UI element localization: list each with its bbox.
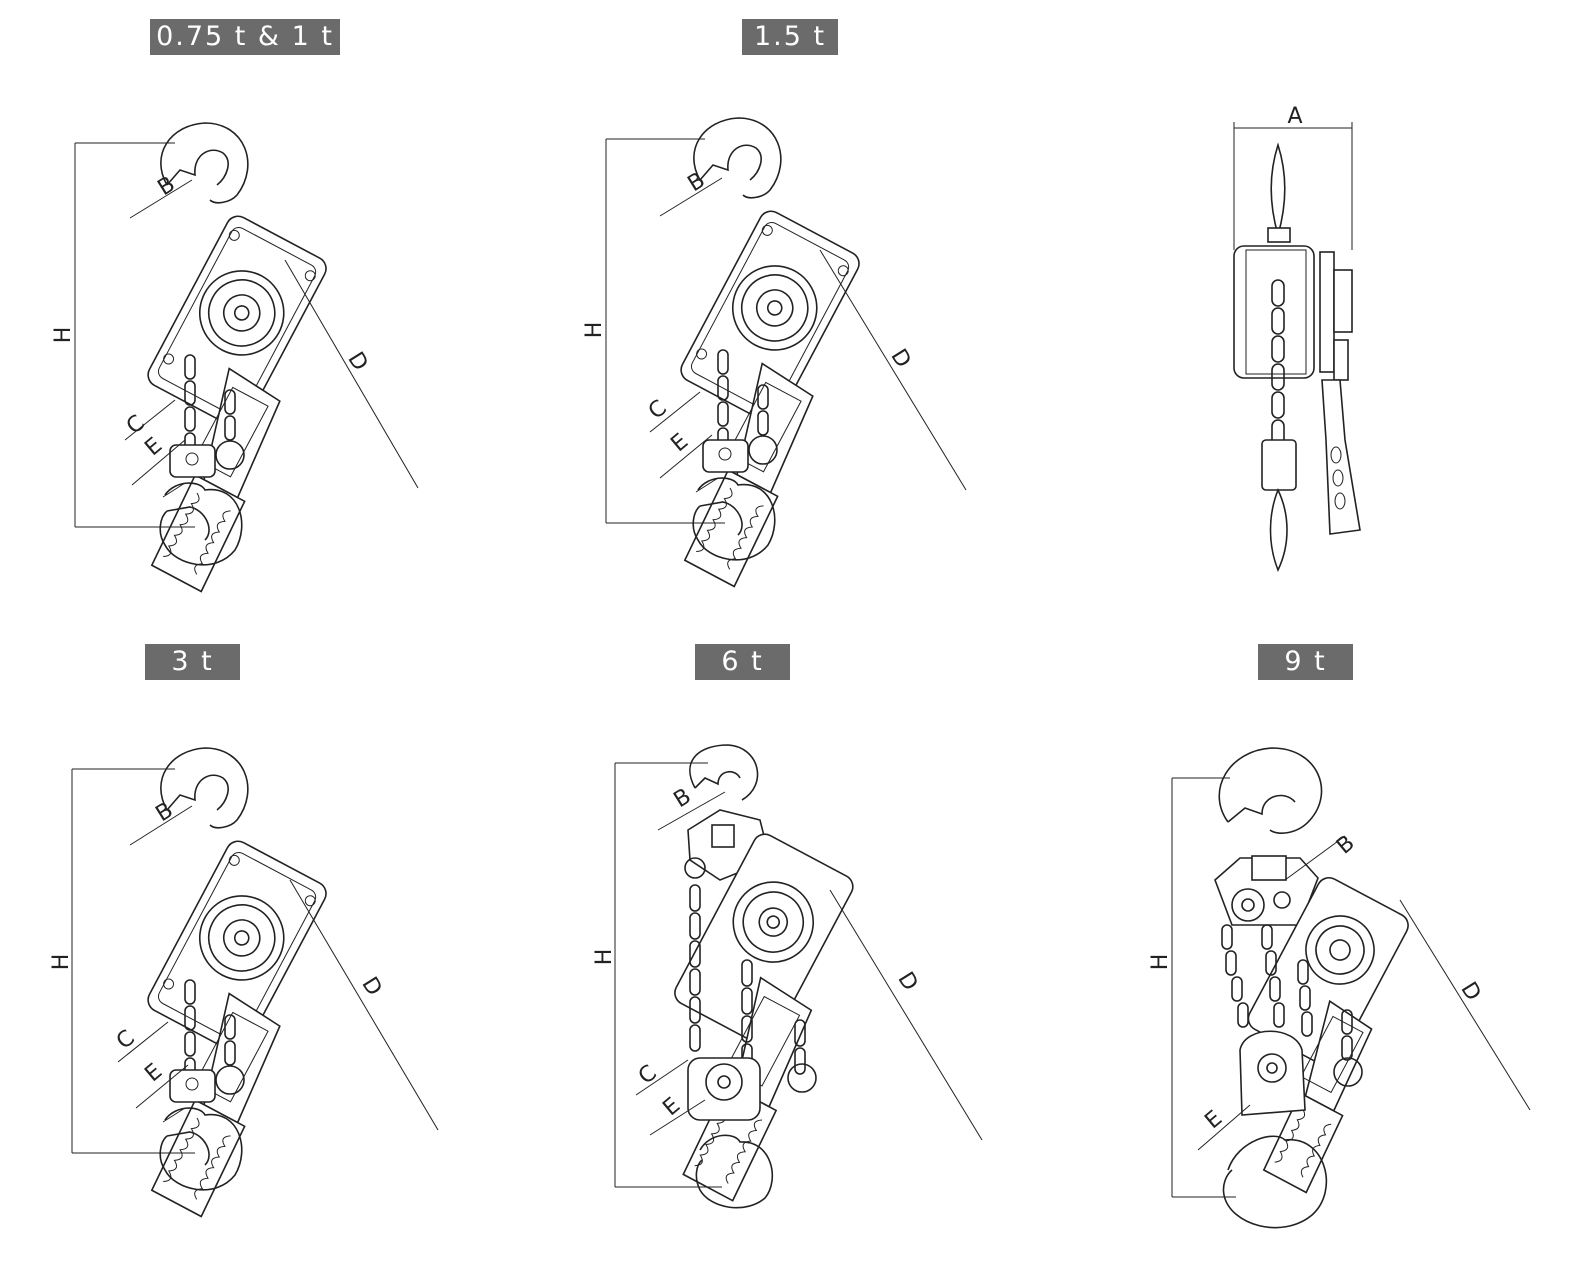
dim-label-c: C (112, 1026, 140, 1055)
dim-label-e: E (1200, 1106, 1227, 1134)
dim-label-h: H (1148, 954, 1173, 971)
dim-label-h: H (51, 327, 76, 344)
dim-label-e: E (140, 433, 167, 461)
hoist-drawing-1-5t: H B D C E (582, 117, 967, 588)
badge-3t: 3 t (145, 644, 240, 680)
dim-label-b: B (1332, 831, 1360, 860)
hoist-drawing-6t: H B D C E (592, 744, 983, 1209)
dim-label-d: D (1455, 978, 1485, 1006)
hoist-drawing-9t: H B D E (1148, 747, 1531, 1229)
dim-label-e: E (140, 1059, 167, 1087)
dim-label-d: D (885, 345, 915, 373)
dim-label-b: B (154, 172, 180, 201)
dim-label-h: H (582, 322, 607, 339)
dim-label-c: C (644, 396, 672, 425)
dim-label-d: D (892, 968, 922, 996)
badge-075-1t: 0.75 t & 1 t (150, 19, 340, 55)
dim-label-d: D (342, 348, 372, 376)
dim-label-h: H (592, 949, 617, 966)
badge-1-5t: 1.5 t (742, 19, 838, 55)
dim-label-a: A (1287, 104, 1302, 129)
dim-label-e: E (658, 1093, 685, 1121)
dim-label-c: C (634, 1061, 662, 1090)
badge-9t: 9 t (1258, 644, 1353, 680)
hoist-drawing-075-1t: H B D C E (51, 122, 419, 593)
dim-label-e: E (666, 429, 693, 457)
hoist-side-view: A (1233, 104, 1361, 572)
hoist-drawing-3t: H B D C E (49, 747, 439, 1218)
dim-label-h: H (49, 954, 74, 971)
dim-label-b: B (670, 784, 696, 813)
dim-label-d: D (356, 973, 386, 1001)
dim-label-c: C (122, 411, 150, 440)
badge-6t: 6 t (695, 644, 790, 680)
